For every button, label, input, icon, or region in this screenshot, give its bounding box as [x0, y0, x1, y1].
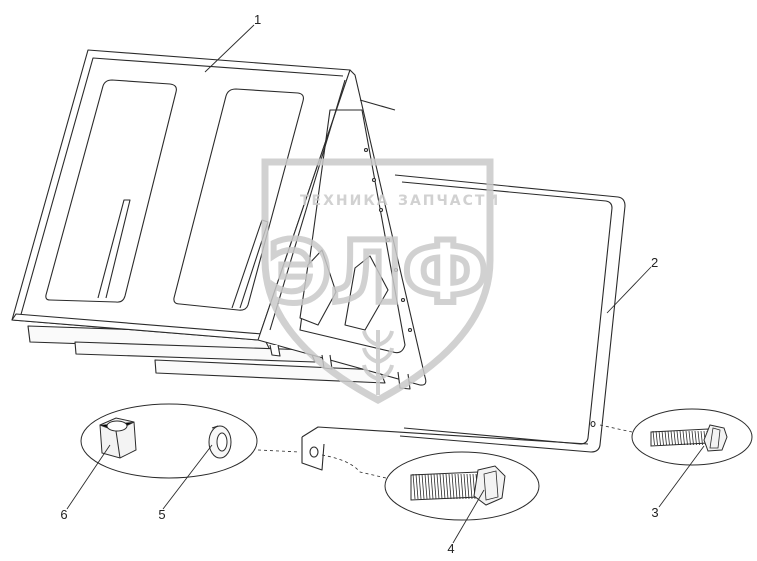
watermark-emblem: ТЕХНИКА ЗАПЧАСТИ ЭЛФ — [261, 158, 500, 404]
watermark-top-left: ТЕХНИКА — [300, 193, 390, 209]
parts-5-6-nut-washer-group — [80, 403, 258, 479]
callout-6: 6 — [60, 507, 67, 522]
part-4-bolt — [384, 451, 540, 521]
part-6-nut — [99, 417, 137, 459]
callout-3: 3 — [651, 505, 658, 520]
assembly-dashed-lines — [257, 424, 633, 479]
callout-5: 5 — [158, 507, 165, 522]
part-1-battery-tray — [11, 49, 427, 390]
watermark-big-text: ЭЛФ — [268, 223, 488, 323]
callout-2: 2 — [651, 255, 658, 270]
part-3-bolt — [631, 408, 753, 466]
callout-4: 4 — [447, 541, 454, 556]
callout-1: 1 — [254, 12, 261, 27]
wheat-icon — [362, 330, 394, 395]
part-5-washer — [208, 425, 232, 459]
watermark-top-right: ЗАПЧАСТИ — [398, 193, 500, 209]
leader-lines — [66, 24, 705, 544]
part-2-mounting-plate — [301, 174, 626, 471]
callouts: 1 2 3 4 5 6 — [60, 12, 658, 556]
